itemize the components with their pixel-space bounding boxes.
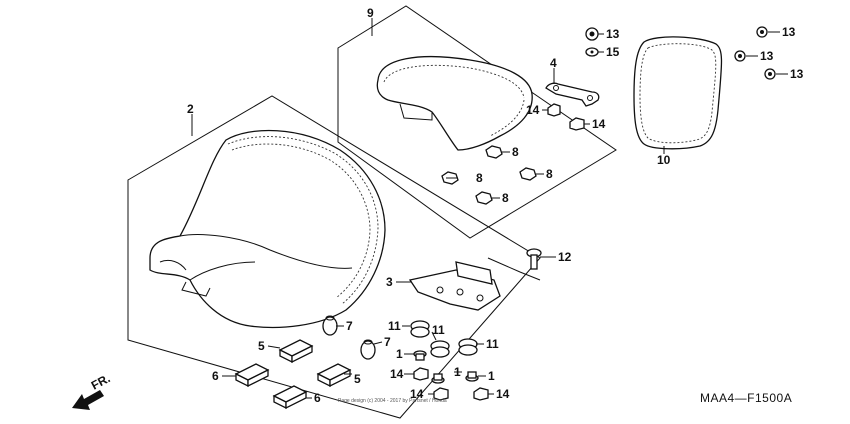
callout-3: 3 <box>386 275 393 289</box>
passenger-seat-group-outline <box>337 5 617 239</box>
rubber-block-6b <box>272 385 308 410</box>
callout-14e: 14 <box>496 387 510 401</box>
rubber-block-5b <box>316 363 352 388</box>
nut-14b <box>569 117 585 131</box>
callout-13d: 13 <box>790 67 804 81</box>
callout-14d: 14 <box>410 387 424 401</box>
callout-5a: 5 <box>258 339 265 353</box>
grommet-11c <box>458 338 478 356</box>
cushion-7b <box>360 339 376 360</box>
callout-5b: 5 <box>354 372 361 386</box>
callout-7a: 7 <box>346 319 353 333</box>
callout-12: 12 <box>558 250 572 264</box>
seat-group-outline <box>127 95 541 419</box>
callout-9: 9 <box>367 6 374 20</box>
callout-13b: 13 <box>782 25 796 39</box>
callout-8a: 8 <box>512 145 519 159</box>
callout-13a: 13 <box>606 27 620 41</box>
callout-13c: 13 <box>760 49 774 63</box>
callout-14c: 14 <box>390 367 404 381</box>
callout-15: 15 <box>606 45 620 59</box>
cap-nut-13c <box>734 50 746 62</box>
callout-8d: 8 <box>502 191 509 205</box>
callout-1a: 1 <box>396 347 403 361</box>
callout-6b: 6 <box>314 391 321 405</box>
callout-14a: 14 <box>526 103 540 117</box>
mounting-plate-part-3 <box>408 257 541 311</box>
grommet-11b <box>430 340 450 358</box>
cap-nut-13a <box>585 27 599 41</box>
copyright-text: Page design (c) 2004 - 2017 by Partsnet … <box>338 398 447 404</box>
callout-numbers: 2 9 10 4 13 15 13 13 13 14 14 8 8 8 8 12… <box>187 6 804 405</box>
callout-2: 2 <box>187 102 194 116</box>
cap-nut-13b <box>756 26 768 38</box>
nut-14e <box>473 387 489 401</box>
callout-1b: 1 <box>454 365 461 379</box>
nut-14a <box>547 103 561 117</box>
cap-nut-13d <box>764 68 776 80</box>
bolt-part-12 <box>526 248 542 270</box>
callout-10: 10 <box>657 153 671 167</box>
callout-11c: 11 <box>486 337 499 351</box>
callout-14b: 14 <box>592 117 606 131</box>
backrest-pad <box>633 36 723 150</box>
nut-8d <box>475 191 493 205</box>
callout-7b: 7 <box>384 335 391 349</box>
nut-14c <box>413 367 429 381</box>
collar-1b <box>431 373 445 384</box>
nut-14d <box>433 387 449 401</box>
leader-lines <box>191 18 788 399</box>
callout-8c: 8 <box>546 167 553 181</box>
rubber-block-5a <box>278 339 314 364</box>
bracket-part-4 <box>545 82 600 107</box>
rider-seat <box>149 129 386 329</box>
rubber-block-6a <box>234 363 270 388</box>
callout-1c: 1 <box>488 369 495 383</box>
nut-8c <box>519 167 537 181</box>
collar-1a <box>413 350 427 361</box>
callout-8b: 8 <box>476 171 483 185</box>
diagram-part-code: MAA4—F1500A <box>700 391 792 405</box>
forward-direction-arrow-icon <box>72 390 104 410</box>
direction-label: FR. <box>89 371 113 392</box>
callout-11a: 11 <box>388 319 401 333</box>
grommet-11a <box>410 320 430 338</box>
callout-11b: 11 <box>432 323 445 337</box>
washer-part-15 <box>585 47 599 57</box>
collar-1c <box>465 371 479 382</box>
passenger-seat <box>376 55 533 151</box>
nut-8a <box>485 145 503 159</box>
callout-4: 4 <box>550 56 557 70</box>
callout-6a: 6 <box>212 369 219 383</box>
cushion-7a <box>322 315 338 336</box>
